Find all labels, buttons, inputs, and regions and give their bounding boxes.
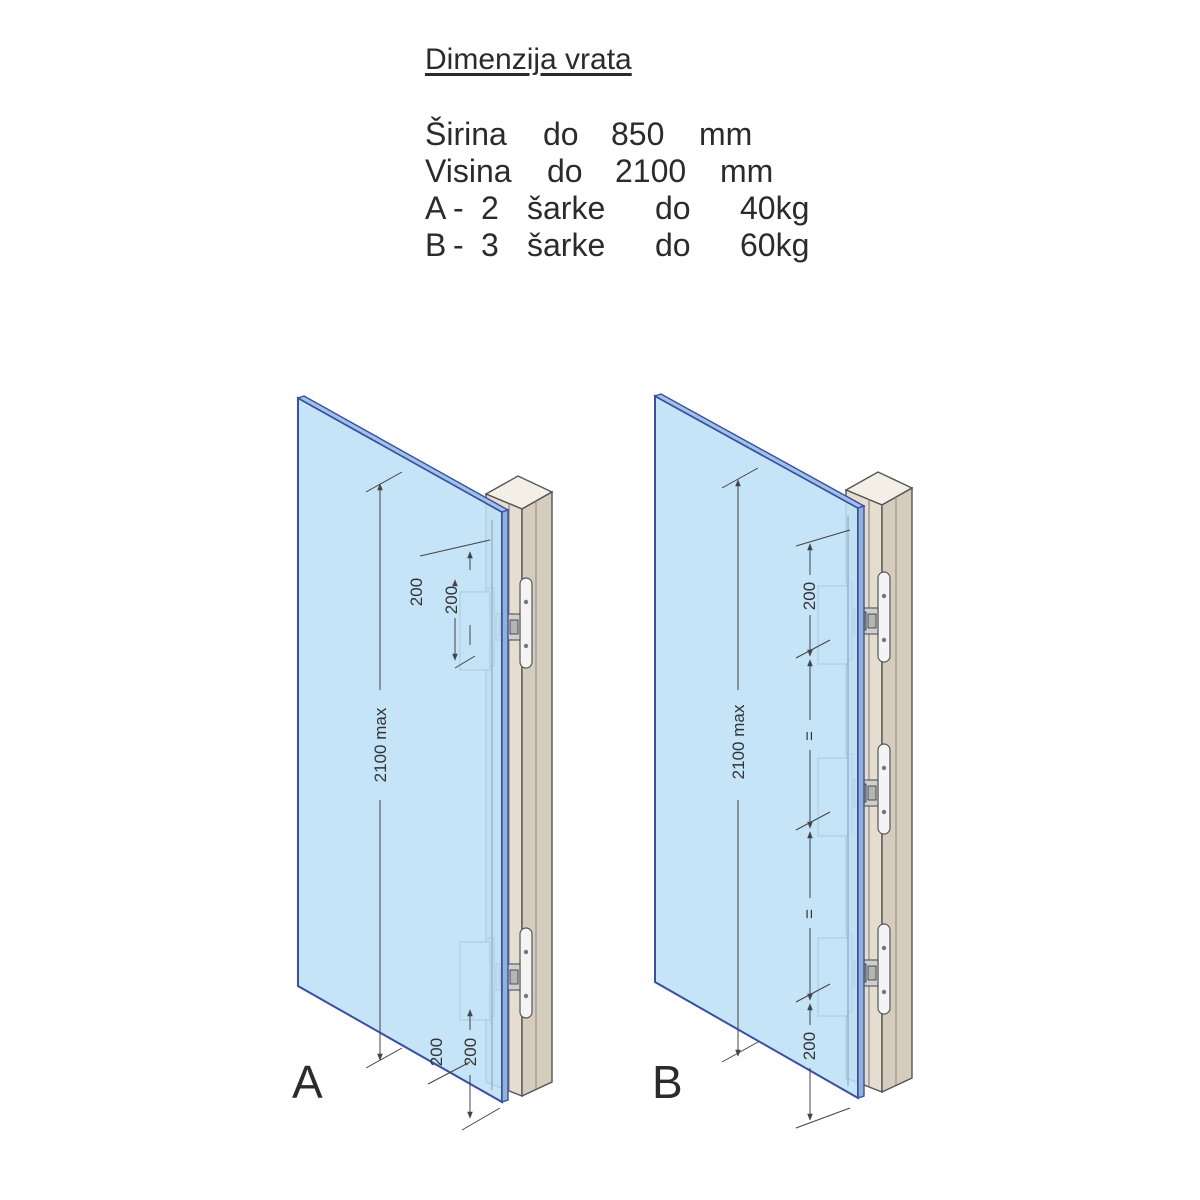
spec-cell: 850 bbox=[611, 116, 665, 152]
spec-row-variant-b: B - 3 šarke do 60kg bbox=[425, 227, 925, 264]
door-b-equal2-label: = bbox=[800, 909, 819, 919]
door-b-top-label: 200 bbox=[800, 582, 819, 610]
spec-table: Širina do 850 mm Visina do 2100 mm A - 2… bbox=[425, 116, 925, 264]
spec-row-height: Visina do 2100 mm bbox=[425, 153, 925, 190]
spec-cell: do bbox=[655, 227, 691, 263]
door-b-label: B bbox=[652, 1056, 683, 1108]
spec-header: Dimenzija vrata Širina do 850 mm Visina … bbox=[425, 40, 925, 264]
door-b-equal1-label: = bbox=[800, 731, 819, 741]
spec-cell: Visina bbox=[425, 153, 512, 189]
door-b-glass bbox=[653, 393, 866, 1100]
door-a-height-label: 2100 max bbox=[371, 707, 390, 782]
door-a-bottom-inner-label: 200 bbox=[461, 1038, 480, 1066]
spec-cell: B bbox=[425, 227, 447, 263]
spec-cell: šarke bbox=[527, 190, 606, 226]
spec-row-variant-a: A - 2 šarke do 40kg bbox=[425, 190, 925, 227]
spec-cell: - bbox=[453, 227, 464, 263]
door-a-dimensions: 2100 max 200 200 200 200 bbox=[365, 471, 501, 1131]
spec-cell: - bbox=[453, 190, 464, 226]
door-b-dimensions: 2100 max 200 = = 200 bbox=[721, 467, 851, 1129]
spec-cell: Širina bbox=[425, 116, 507, 152]
spec-cell: 3 bbox=[481, 227, 499, 263]
door-b-height-label: 2100 max bbox=[729, 704, 748, 779]
spec-row-width: Širina do 850 mm bbox=[425, 116, 925, 153]
door-a-top-inner-label: 200 bbox=[442, 586, 461, 614]
spec-title: Dimenzija vrata bbox=[425, 43, 632, 76]
spec-cell: šarke bbox=[527, 227, 606, 263]
spec-cell: mm bbox=[720, 153, 774, 189]
door-a-top-outer-label: 200 bbox=[407, 578, 426, 606]
spec-cell: A bbox=[425, 190, 447, 226]
spec-cell: do bbox=[547, 153, 583, 189]
spec-cell: 2 bbox=[481, 190, 499, 226]
spec-cell: do bbox=[655, 190, 691, 226]
spec-cell: do bbox=[543, 116, 579, 152]
spec-cell: 60kg bbox=[740, 227, 810, 263]
spec-cell: 40kg bbox=[740, 190, 810, 226]
door-a-label: A bbox=[292, 1056, 323, 1108]
door-b-bottom-label: 200 bbox=[800, 1032, 819, 1060]
door-a-bottom-outer-label: 200 bbox=[427, 1038, 446, 1066]
spec-cell: 2100 bbox=[615, 153, 687, 189]
door-a-glass bbox=[296, 395, 510, 1104]
spec-cell: mm bbox=[699, 116, 753, 152]
